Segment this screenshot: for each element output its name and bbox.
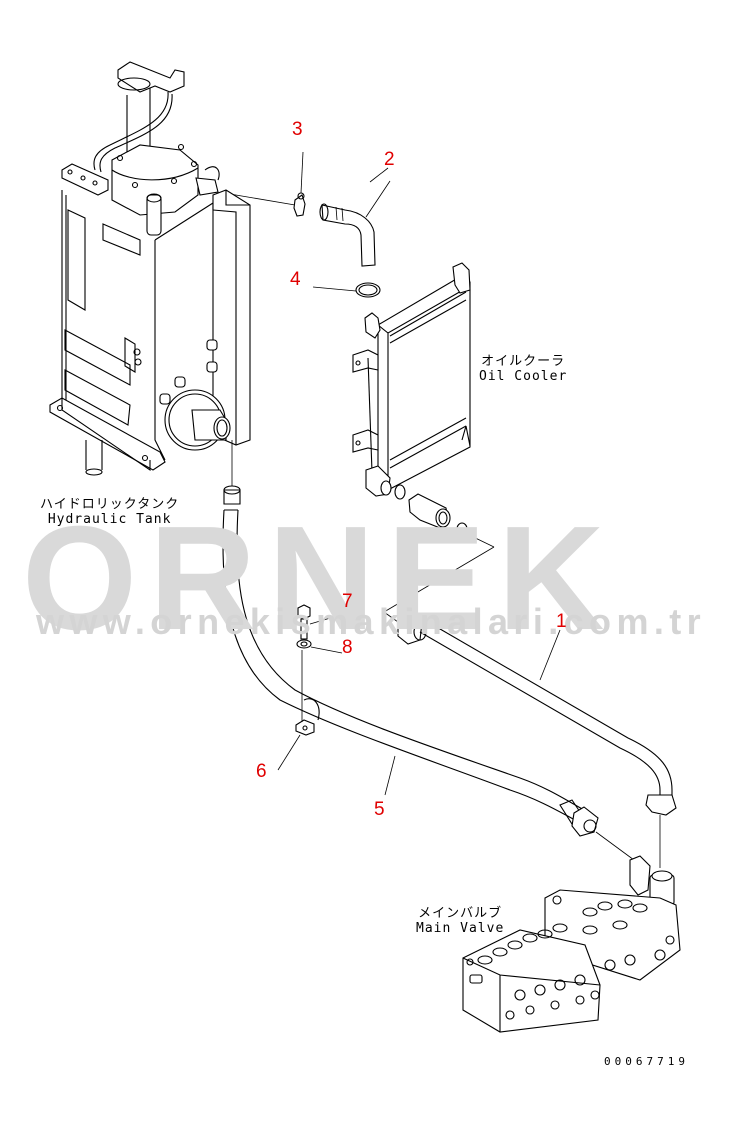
- main-valve-label-jp: メインバルブ: [418, 906, 503, 921]
- callout-3[interactable]: 3: [292, 119, 303, 140]
- hydraulic-tank-label-jp: ハイドロリックタンク: [40, 497, 180, 512]
- part-4-clamp[interactable]: [312, 282, 381, 298]
- callout-2[interactable]: 2: [384, 149, 395, 170]
- watermark-url: www.ornekismakinalari.com.tr: [36, 601, 707, 642]
- oil-cooler-label-en: Oil Cooler: [479, 369, 568, 384]
- main-valve-drawing: [462, 855, 681, 1033]
- oil-cooler-drawing: [352, 262, 471, 497]
- callout-4[interactable]: 4: [290, 269, 301, 290]
- hydraulic-tank-drawing: [49, 61, 296, 486]
- hydraulic-tank-label-en: Hydraulic Tank: [47, 512, 172, 527]
- part-3-clamp[interactable]: [293, 151, 306, 217]
- callout-7[interactable]: 7: [342, 591, 353, 612]
- part-8-washer[interactable]: [296, 639, 343, 722]
- main-valve-label-en: Main Valve: [416, 921, 505, 936]
- hydraulic-tank-label: ハイドロリックタンク Hydraulic Tank: [40, 497, 179, 527]
- callout-6[interactable]: 6: [256, 761, 267, 782]
- part-6-clamp[interactable]: [277, 698, 320, 771]
- callout-5[interactable]: 5: [374, 799, 385, 820]
- document-number: 00067719: [604, 1055, 689, 1068]
- oil-cooler-label-jp: オイルクーラ: [481, 354, 566, 369]
- part-2-hose[interactable]: [319, 167, 391, 267]
- part-5-hose[interactable]: [222, 485, 635, 861]
- oil-cooler-label: オイルクーラ Oil Cooler: [479, 354, 567, 384]
- part-1-hose[interactable]: [397, 613, 677, 868]
- cooler-adaptor-fitting: [383, 484, 495, 623]
- main-valve-label: メインバルブ Main Valve: [416, 906, 504, 936]
- callout-8[interactable]: 8: [342, 637, 353, 658]
- callout-1[interactable]: 1: [556, 611, 567, 632]
- part-7-bolt[interactable]: [297, 604, 345, 640]
- watermark-brand: ORNEK: [22, 496, 617, 661]
